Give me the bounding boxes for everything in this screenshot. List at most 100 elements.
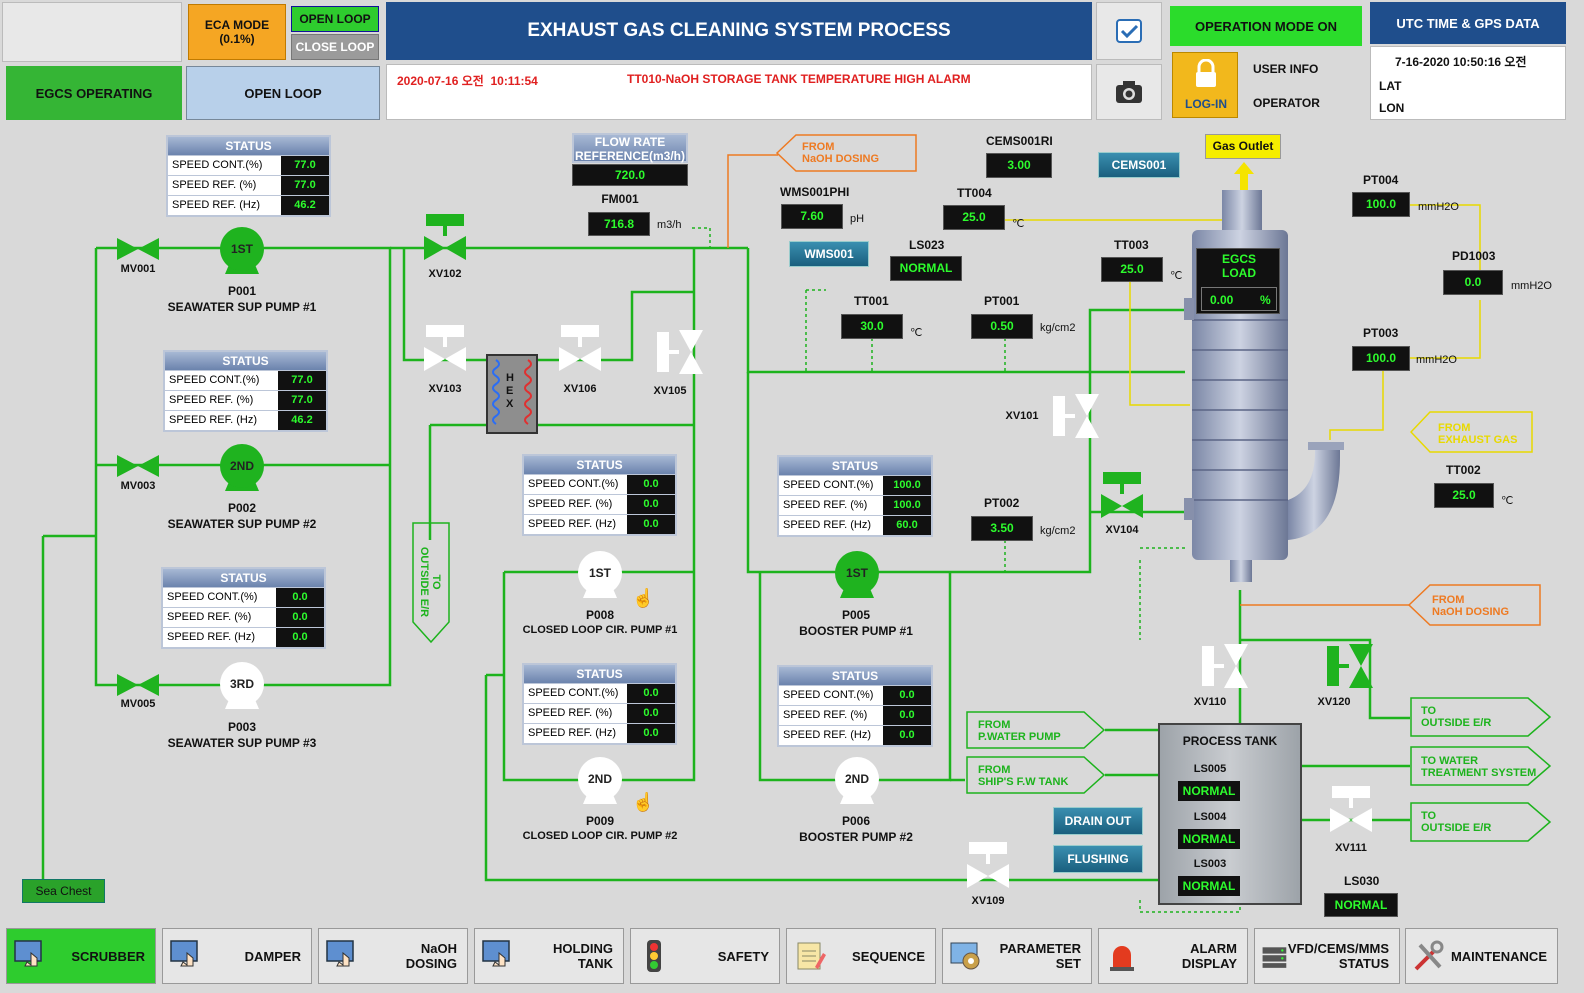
status-value: 0.0 (627, 495, 675, 514)
nav-sequence[interactable]: SEQUENCE (786, 928, 936, 984)
status-row: SPEED CONT.(%)77.0 (168, 155, 329, 175)
valve-xv120[interactable] (1327, 644, 1375, 688)
alarm-time: 2020-07-16 오전 10:11:54 (397, 74, 538, 88)
traffic-light-icon (647, 940, 661, 972)
status-row: SPEED CONT.(%)0.0 (524, 474, 675, 494)
pump-tag-p003: P003 (227, 720, 257, 734)
arrow-to-water-treat-label: TO WATER TREATMENT SYSTEM (1421, 755, 1537, 779)
close-loop-button[interactable]: CLOSE LOOP (291, 34, 379, 60)
drain-out-button[interactable]: DRAIN OUT (1053, 807, 1143, 835)
tt004-unit: ℃ (1012, 218, 1025, 230)
process-tank[interactable]: PROCESS TANK LS005 NORMAL LS004 NORMAL L… (1158, 723, 1302, 905)
user-info-label: USER INFO (1253, 62, 1319, 76)
pump-badge: 2ND (587, 772, 612, 786)
pt001-unit: kg/cm2 (1040, 322, 1076, 334)
valve-xv106[interactable] (559, 325, 601, 371)
cems001-button[interactable]: CEMS001 (1098, 152, 1180, 178)
valve-xv101[interactable] (1053, 394, 1101, 438)
valve-xv109[interactable] (967, 842, 1009, 888)
nav-safety-label: SAFETY (717, 948, 769, 964)
valve-tag-mv005: MV005 (120, 698, 156, 710)
status-label: SPEED CONT.(%) (524, 684, 627, 703)
lock-icon (1196, 59, 1216, 87)
valve-xv102[interactable] (424, 214, 466, 260)
valve-mv005[interactable] (117, 674, 159, 696)
valve-xv104[interactable] (1101, 472, 1143, 518)
pump-p003[interactable]: 3RD (219, 661, 265, 711)
status-row: SPEED CONT.(%)0.0 (524, 683, 675, 703)
pt003-tag: PT003 (1363, 326, 1399, 340)
valve-xv103[interactable] (424, 325, 466, 371)
nav-vfd-status[interactable]: VFD/CEMS/MMS STATUS (1254, 928, 1400, 984)
status-label: SPEED REF. (Hz) (163, 628, 276, 647)
pump-p005[interactable]: 1ST (834, 550, 880, 600)
flushing-button[interactable]: FLUSHING (1053, 845, 1143, 873)
tools-icon (1414, 940, 1444, 971)
eca-mode-indicator: ECA MODE (0.1%) (188, 4, 286, 60)
status-label: SPEED CONT.(%) (524, 475, 627, 494)
status-label: SPEED REF. (%) (163, 608, 276, 627)
pump-p006[interactable]: 2ND (834, 756, 880, 806)
arrow-from-fw-tank-label: FROM SHIP'S F.W TANK (978, 764, 1069, 788)
status-label: SPEED REF. (Hz) (779, 516, 883, 535)
nav-safety[interactable]: SAFETY (630, 928, 780, 984)
pump-p008[interactable]: 1ST (577, 550, 623, 600)
nav-maintenance[interactable]: MAINTENANCE (1405, 928, 1558, 984)
arrow-from-naoh-top-label: FROM NaOH DOSING (802, 141, 880, 165)
pump-p002[interactable]: 2ND (219, 443, 265, 493)
pt001-tag: PT001 (984, 294, 1020, 308)
pump-name-p003: SEAWATER SUP PUMP #3 (167, 736, 317, 750)
arrow-to-outside-left-label: TO OUTSIDE E/R (418, 546, 442, 618)
alarm-bar[interactable]: 2020-07-16 오전 10:11:54 TT010-NaOH STORAG… (386, 64, 1092, 120)
pt002-tag: PT002 (984, 496, 1020, 510)
valve-xv111[interactable] (1330, 786, 1372, 832)
status-title: STATUS (163, 569, 324, 587)
wms001phi-tag: WMS001PHI (780, 185, 850, 199)
pump-p009[interactable]: 2ND (577, 756, 623, 806)
valve-tag-xv105: XV105 (653, 385, 687, 397)
touch-screen-icon (326, 940, 354, 967)
sea-chest: Sea Chest (22, 879, 105, 903)
egcs-load-panel: EGCS LOAD 0.00 % (1196, 248, 1280, 314)
valve-mv003[interactable] (117, 455, 159, 477)
pump-icon (220, 662, 264, 709)
nav-damper-label: DAMPER (244, 948, 301, 964)
pump-p001[interactable]: 1ST (219, 226, 265, 276)
status-title: STATUS (779, 667, 931, 685)
arrow-from-pwater-label: FROM P.WATER PUMP (978, 719, 1061, 743)
valve-xv110[interactable] (1202, 644, 1250, 688)
ls023-value: NORMAL (890, 256, 962, 281)
wms001-button[interactable]: WMS001 (789, 241, 869, 267)
server-icon (1262, 947, 1287, 968)
ls023-tag: LS023 (909, 238, 945, 252)
pump-tag-p005: P005 (841, 608, 871, 622)
login-button[interactable]: LOG-IN (1172, 52, 1238, 118)
nav-damper[interactable]: DAMPER (162, 928, 312, 984)
utc-title: UTC TIME & GPS DATA (1370, 2, 1566, 44)
status-row: SPEED CONT.(%)77.0 (165, 370, 326, 390)
valve-xv105[interactable] (657, 330, 705, 374)
nav-parameter-set[interactable]: PARAMETER SET (942, 928, 1092, 984)
nav-alarm-display[interactable]: ALARM DISPLAY (1098, 928, 1248, 984)
status-value: 0.0 (276, 628, 324, 647)
nav-scrubber[interactable]: SCRUBBER (6, 928, 156, 984)
nav-holding-label: HOLDING TANK (553, 941, 613, 971)
lat-label: LAT (1379, 79, 1402, 93)
ls030-tag: LS030 (1344, 874, 1380, 888)
valve-tag-xv102: XV102 (428, 268, 462, 280)
tt003-value: 25.0 (1101, 257, 1163, 282)
tt002-tag: TT002 (1446, 463, 1481, 477)
nav-naoh-dosing[interactable]: NaOH DOSING (318, 928, 468, 984)
valve-mv001[interactable] (117, 238, 159, 260)
nav-holding-tank[interactable]: HOLDING TANK (474, 928, 624, 984)
tt004-value: 25.0 (943, 205, 1005, 230)
open-loop-button[interactable]: OPEN LOOP (291, 6, 379, 32)
pump-badge: 2ND (229, 459, 254, 473)
check-button[interactable] (1096, 2, 1162, 60)
camera-button[interactable] (1096, 64, 1162, 120)
pt003-value: 100.0 (1352, 346, 1410, 371)
status-value: 0.0 (883, 686, 931, 705)
arrow-to-outside-1 (1410, 697, 1552, 737)
